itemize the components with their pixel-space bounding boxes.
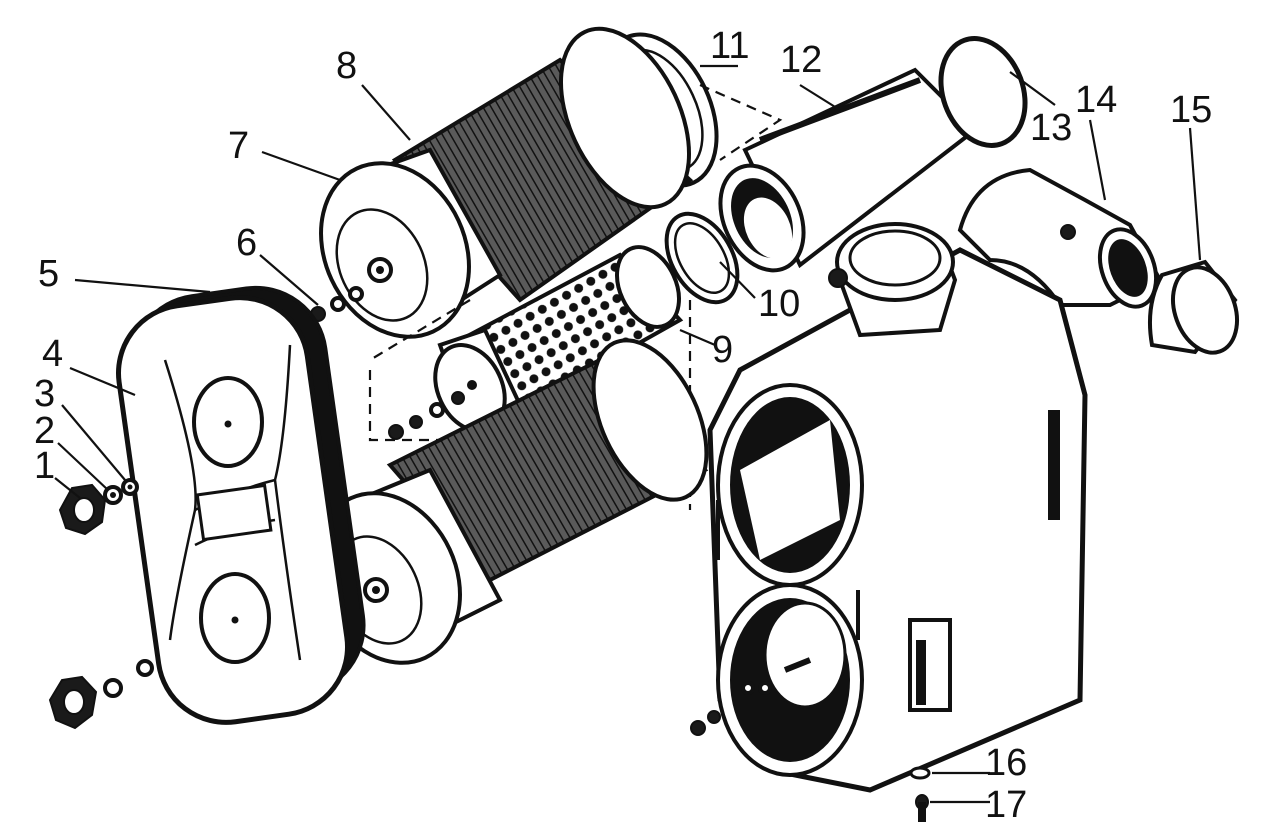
inner-mesh-element-9 [433, 245, 684, 433]
air-cleaner-housing [707, 222, 1088, 793]
nut-and-washers-lower-set [388, 391, 465, 440]
inlet-tube-12 [718, 67, 979, 273]
callout-3: 3 [34, 373, 55, 415]
callout-16: 16 [985, 742, 1027, 784]
o-ring-10 [664, 211, 740, 305]
lower-washers [103, 659, 154, 698]
callout-9: 9 [712, 329, 733, 371]
callout-6: 6 [236, 222, 257, 264]
washer-2 [103, 485, 123, 505]
washer-16 [909, 766, 931, 780]
callout-15: 15 [1170, 89, 1212, 131]
callout-7: 7 [228, 125, 249, 167]
cover-4 [116, 295, 350, 725]
callout-5: 5 [38, 253, 59, 295]
wing-knob-1 [58, 483, 107, 536]
callout-17: 17 [985, 784, 1027, 826]
callout-labels: 1 2 3 4 5 6 7 8 9 10 11 12 13 14 15 16 1… [34, 25, 1212, 826]
screw-17 [915, 794, 929, 822]
callout-11: 11 [710, 25, 749, 67]
callout-1: 1 [34, 445, 55, 487]
end-cap-15 [1148, 259, 1239, 355]
callout-13: 13 [1030, 107, 1072, 149]
callout-2: 2 [34, 410, 55, 452]
callout-12: 12 [780, 39, 822, 81]
callout-4: 4 [42, 333, 63, 375]
seal-ring-13 [938, 36, 1028, 148]
washer-3 [121, 478, 139, 496]
housing-drain-nut [690, 710, 721, 736]
elbow-fitting-14 [957, 167, 1163, 309]
callout-8: 8 [336, 45, 357, 87]
callout-10: 10 [758, 283, 800, 325]
callout-14: 14 [1075, 79, 1117, 121]
wing-knob-lower [48, 675, 98, 730]
leader-lines [54, 64, 1202, 804]
